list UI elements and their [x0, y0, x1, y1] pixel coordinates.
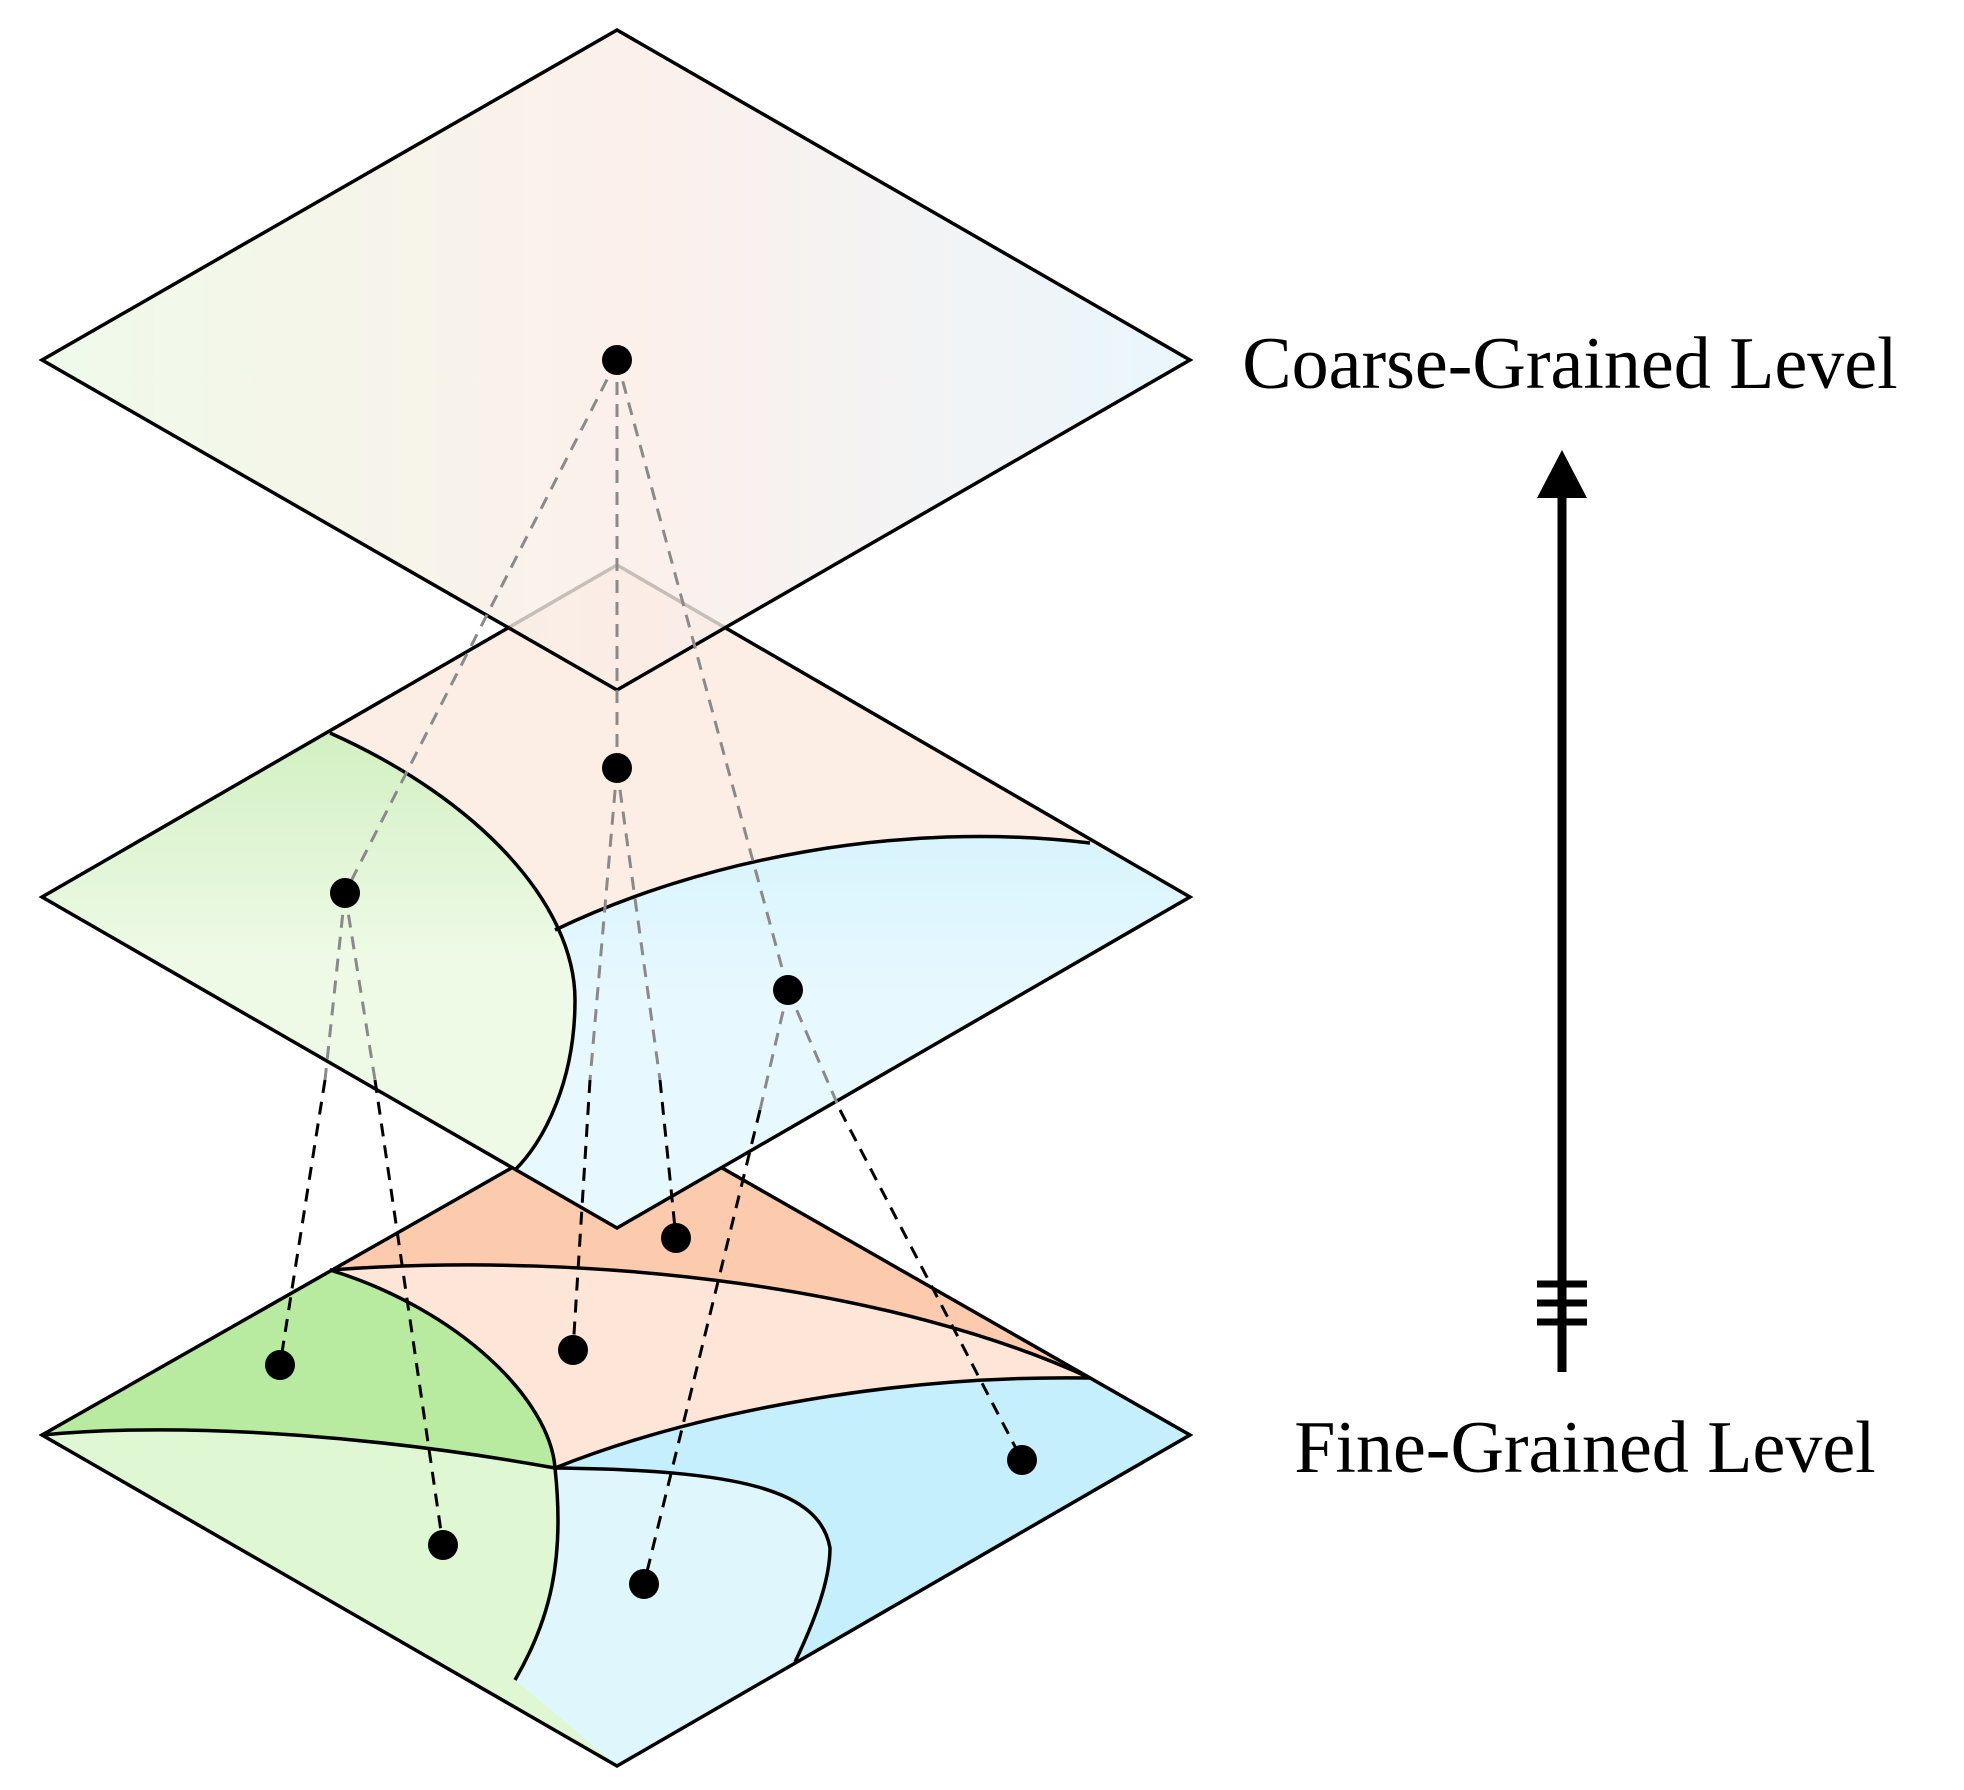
connectors-mid-to-fine — [278, 767, 1024, 1585]
mid-node-peach — [602, 753, 632, 783]
fine-node-1 — [265, 1350, 295, 1380]
fine-level-label: Fine-Grained Level — [1294, 1407, 1876, 1489]
fine-node-6 — [1007, 1445, 1037, 1475]
connectors-top-to-mid — [343, 359, 790, 991]
mid-node-green — [330, 878, 360, 908]
arrow-head-icon — [1537, 450, 1587, 498]
nodes — [265, 345, 1037, 1599]
upward-arrow — [1537, 450, 1587, 1372]
fine-node-2 — [428, 1530, 458, 1560]
fine-node-3 — [558, 1335, 588, 1365]
coarse-node — [602, 345, 632, 375]
mid-node-blue — [773, 975, 803, 1005]
fine-node-4 — [661, 1223, 691, 1253]
fine-node-5 — [629, 1569, 659, 1599]
coarse-level-label: Coarse-Grained Level — [1242, 323, 1897, 405]
